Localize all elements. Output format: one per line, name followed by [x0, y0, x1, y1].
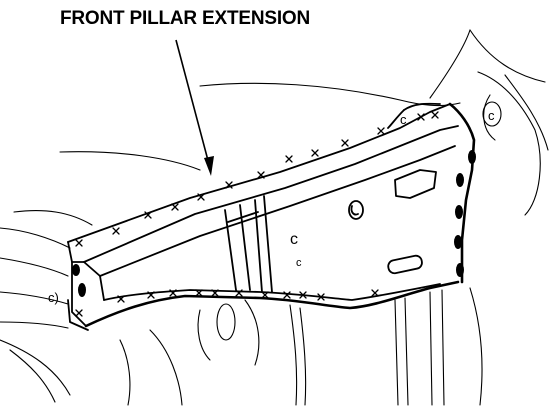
hole-label-panel-right: c: [296, 257, 302, 269]
weld-bead-dots: [72, 150, 476, 297]
background-structure: [0, 29, 549, 406]
callout-arrow: [175, 39, 214, 176]
weld-x-marks: [75, 111, 439, 317]
hole-label-upper-mid: c: [400, 112, 407, 127]
hole-label-upper-right: c: [488, 108, 495, 123]
hole-labels: c c c c c): [48, 108, 495, 305]
part-callout-label: FRONT PILLAR EXTENSION: [60, 8, 310, 29]
hole-label-lower-left: c): [48, 290, 59, 305]
hole-label-panel-left: c: [290, 231, 298, 248]
front-pillar-extension: [67, 102, 476, 331]
